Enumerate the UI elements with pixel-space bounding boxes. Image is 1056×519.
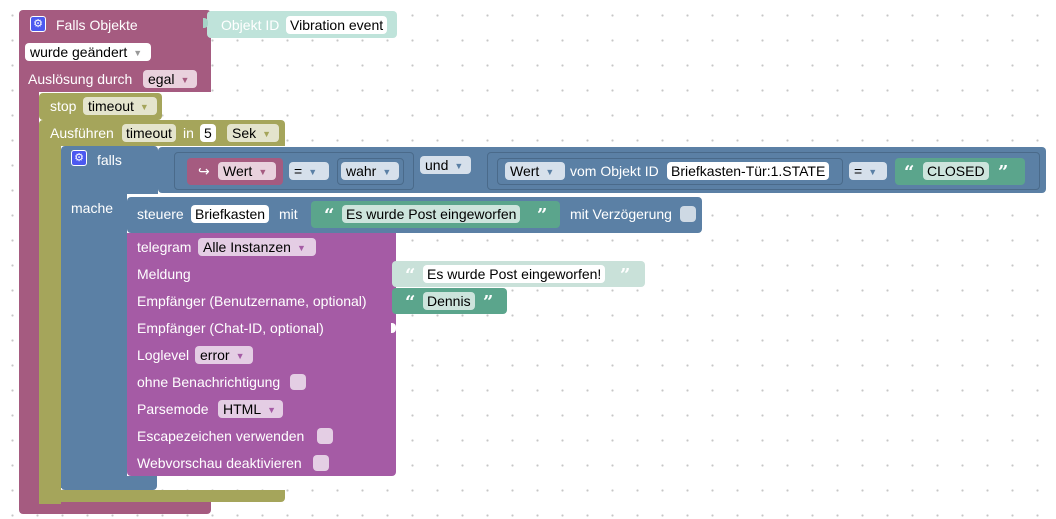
chevron-down-icon: ▼ [262,129,272,139]
object-id-value[interactable]: Vibration event [286,16,388,34]
wert-dropdown-value: Wert [510,163,540,179]
chevron-down-icon: ▼ [258,167,268,177]
telegram-silent-label: ohne Benachrichtigung [137,374,281,390]
trigger-dropdown-value: egal [148,71,175,87]
text-closed-value[interactable]: CLOSED [923,162,989,180]
telegram-parsemode-value: HTML [223,401,262,417]
change-dropdown-value: wurde geändert [30,44,128,60]
quote-close-icon: ” [483,292,494,313]
if-block-bottom [61,476,157,490]
trigger-dropdown[interactable]: egal ▼ [143,70,197,88]
timeout-label: Ausführen [50,125,114,141]
bool-dropdown-value: wahr [346,163,377,179]
var-dropdown[interactable]: Wert ▼ [218,162,276,180]
from-object-label: vom Objekt ID [570,163,659,179]
telegram-loglevel-dropdown[interactable]: error ▼ [195,346,253,364]
timeout-unit-dropdown[interactable]: Sek ▼ [227,124,279,142]
timeout-block-arm [39,144,61,504]
compare-op2-value: = [854,163,863,179]
telegram-block[interactable] [127,233,396,476]
telegram-loglevel-value: error [200,347,230,363]
chevron-down-icon: ▼ [382,167,392,177]
chevron-down-icon: ▼ [454,161,464,171]
telegram-label: telegram [137,239,192,255]
timeout-name-field[interactable]: timeout [122,124,176,142]
stop-label: stop [50,98,77,114]
telegram-preview-label: Webvorschau deaktivieren [137,455,302,471]
if-mache-label: mache [71,200,114,216]
control-label: steuere [137,206,184,222]
timeout-block-bottom [39,490,285,502]
quote-open-icon: “ [904,162,915,183]
chevron-down-icon: ▼ [296,243,306,253]
telegram-preview-checkbox[interactable] [313,455,329,471]
telegram-instance-dropdown[interactable]: Alle Instanzen ▼ [198,238,316,256]
wert-dropdown[interactable]: Wert ▼ [505,162,565,180]
chevron-down-icon: ▼ [235,351,245,361]
timeout-in-label: in [183,125,194,141]
telegram-parsemode-dropdown[interactable]: HTML ▼ [218,400,283,418]
quote-close-icon: ” [998,162,1009,183]
chevron-down-icon: ▼ [308,167,318,177]
var-get-icon: ↪ [198,163,210,179]
gear-icon[interactable]: ⚙ [30,16,46,32]
trigger-title: Falls Objekte [56,17,138,33]
logic-op-dropdown[interactable]: und ▼ [420,156,471,174]
bool-dropdown[interactable]: wahr ▼ [341,162,399,180]
trigger-label: Auslösung durch [28,71,133,87]
telegram-chatid-label: Empfänger (Chat-ID, optional) [137,320,324,336]
chevron-down-icon: ▼ [545,167,555,177]
telegram-escape-checkbox[interactable] [317,428,333,444]
quote-open-icon: “ [405,292,416,313]
timeout-number-field[interactable]: 5 [200,124,216,142]
if-block-arm [61,192,127,488]
chevron-down-icon: ▼ [180,75,190,85]
quote-open-icon: “ [324,205,335,226]
telegram-escape-label: Escapezeichen verwenden [137,428,305,444]
control-text-value[interactable]: Es wurde Post eingeworfen [342,205,521,223]
stop-dropdown[interactable]: timeout ▼ [83,97,157,115]
timeout-unit-value: Sek [232,125,257,141]
control-delay-checkbox[interactable] [680,206,696,222]
object-id-connector [203,18,208,28]
quote-open-icon: “ [405,265,416,286]
if-falls-label: falls [97,152,122,168]
var-dropdown-value: Wert [223,163,253,179]
stop-dropdown-value: timeout [88,98,134,114]
telegram-message-label: Meldung [137,266,191,282]
telegram-recipient-label: Empfänger (Benutzername, optional) [137,293,367,309]
change-dropdown[interactable]: wurde geändert ▼ [25,43,151,61]
telegram-message-value[interactable]: Es wurde Post eingeworfen! [423,265,606,283]
quote-close-icon: ” [537,205,548,226]
trigger-block-arm [19,90,39,510]
compare-op-value: = [294,163,303,179]
chevron-down-icon: ▼ [868,167,878,177]
control-mit-label: mit [279,206,298,222]
object-id-label: Objekt ID [221,17,280,33]
chevron-down-icon: ▼ [267,405,277,415]
telegram-instance-value: Alle Instanzen [203,239,291,255]
telegram-loglevel-label: Loglevel [137,347,190,363]
control-delay-label: mit Verzögerung [570,206,672,222]
chevron-down-icon: ▼ [133,48,143,58]
gear-icon[interactable]: ⚙ [71,150,87,166]
telegram-recipient-value[interactable]: Dennis [423,292,475,310]
logic-op-value: und [425,157,449,173]
telegram-chatid-socket [391,323,396,333]
telegram-silent-checkbox[interactable] [290,374,306,390]
chevron-down-icon: ▼ [139,102,149,112]
quote-close-icon: ” [620,265,631,286]
compare-op2-dropdown[interactable]: =▼ [849,162,887,180]
control-target-field[interactable]: Briefkasten [191,205,270,223]
compare-op-dropdown[interactable]: =▼ [289,162,329,180]
telegram-parsemode-label: Parsemode [137,401,209,417]
object-id-field[interactable]: Briefkasten-Tür:1.STATE [667,162,830,180]
trigger-block-bottom [19,502,211,514]
